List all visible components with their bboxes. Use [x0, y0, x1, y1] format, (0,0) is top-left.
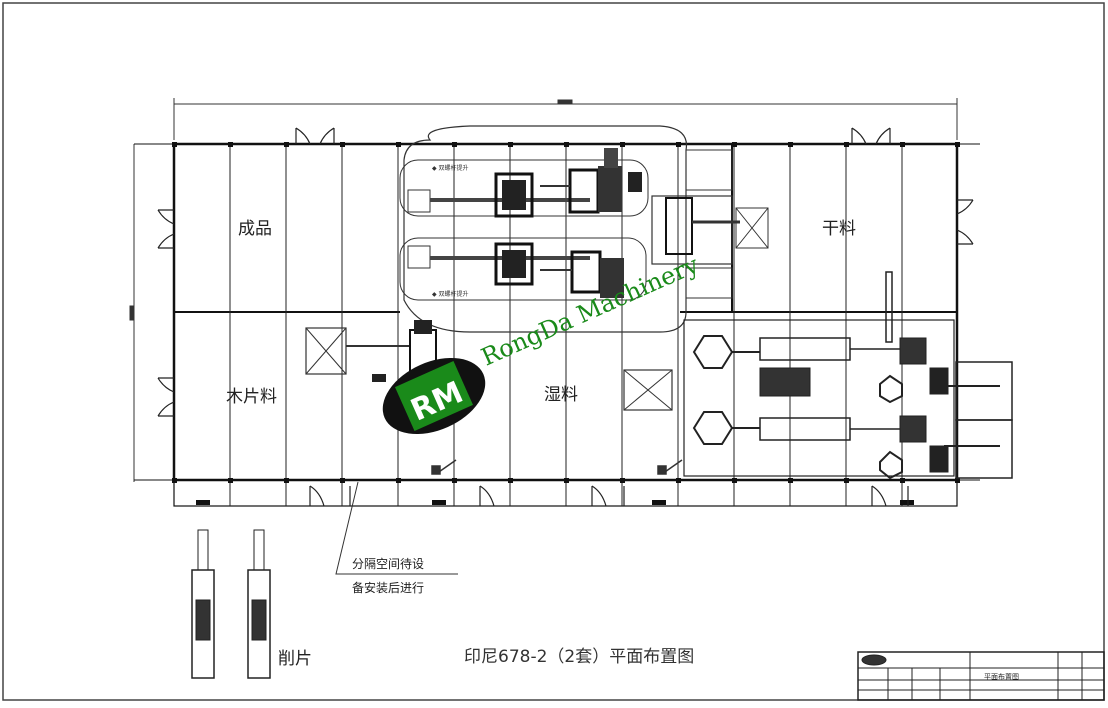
room-label-wet-material: 湿料 — [544, 385, 578, 405]
drawing-title: 印尼678-2（2套）平面布置图 — [464, 647, 694, 667]
chip-crusher — [305, 320, 437, 387]
dryer-system — [683, 271, 1013, 480]
svg-text:◆ 双螺杆提升: ◆ 双螺杆提升 — [432, 290, 469, 298]
column-grid — [229, 144, 903, 506]
note-line-1: 分隔空间待设 — [352, 557, 424, 571]
room-label-wood-chips: 木片料 — [226, 387, 277, 407]
mill-enclosure-outline — [403, 125, 688, 333]
room-label-dry-material: 干料 — [822, 219, 856, 239]
pellet-line-upper: ◆ 双螺杆提升 — [399, 148, 649, 218]
drum-chippers — [191, 529, 271, 679]
top-dimension-line — [173, 98, 958, 140]
column-markers — [172, 142, 960, 505]
note-line-2: 备安装后进行 — [352, 580, 424, 595]
pellet-line-lower: ◆ 双螺杆提升 — [399, 237, 647, 301]
note-leader — [335, 481, 458, 575]
watermark-logo: RM — [382, 357, 486, 435]
wet-material-bin — [623, 369, 673, 411]
door-symbols — [157, 127, 974, 507]
dry-material-feed — [651, 149, 769, 299]
title-block — [857, 651, 1105, 701]
title-block-sheet-name: 平面布置图 — [984, 672, 1019, 681]
svg-text:◆ 双螺杆提升: ◆ 双螺杆提升 — [432, 164, 469, 172]
room-label-finished-product: 成品 — [238, 219, 272, 239]
conveyor-chutes — [431, 459, 683, 475]
left-dimension-line — [129, 144, 135, 482]
chipper-label: 削片 — [278, 649, 312, 669]
